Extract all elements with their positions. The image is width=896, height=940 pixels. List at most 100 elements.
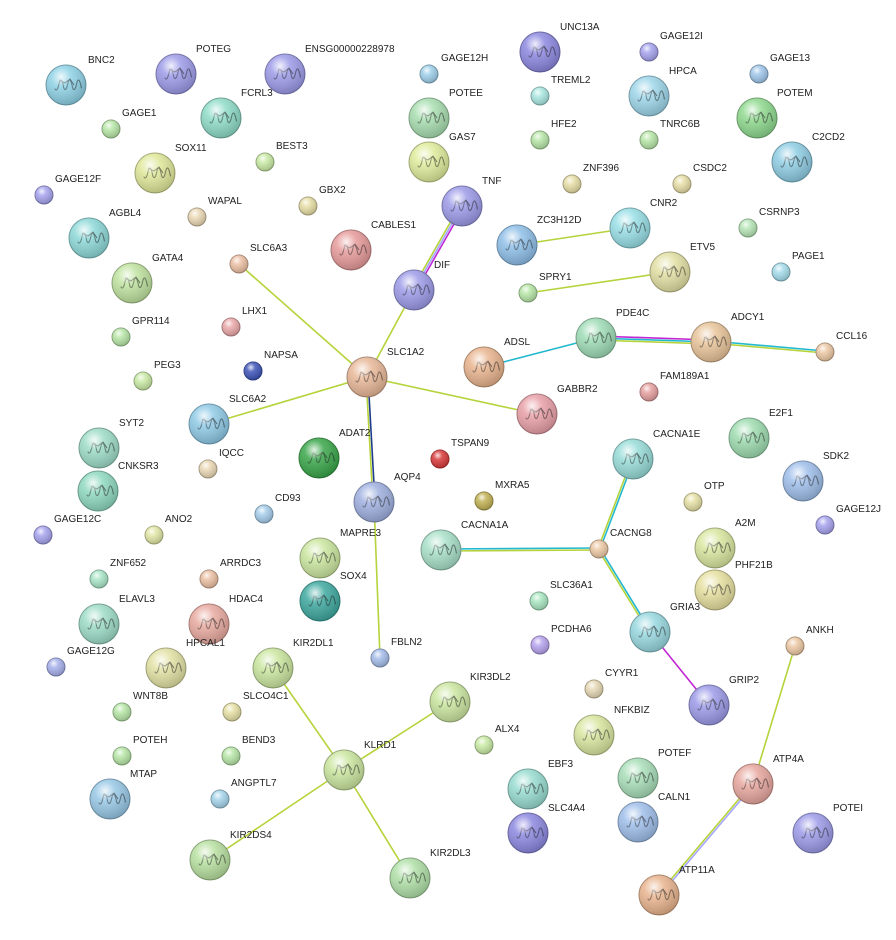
node-bubble[interactable] bbox=[429, 681, 471, 723]
node-bubble[interactable] bbox=[408, 141, 450, 183]
node-bubble[interactable] bbox=[463, 346, 505, 388]
node-MTAP[interactable]: MTAP bbox=[89, 769, 157, 820]
node-E2F1[interactable]: E2F1 bbox=[728, 408, 793, 459]
node-GRIP2[interactable]: GRIP2 bbox=[688, 675, 759, 726]
node-bubble[interactable] bbox=[694, 527, 736, 569]
node-bubble[interactable] bbox=[229, 254, 249, 274]
node-HDAC4[interactable]: HDAC4 bbox=[188, 594, 263, 645]
node-bubble[interactable] bbox=[198, 459, 218, 479]
node-bubble[interactable] bbox=[187, 207, 207, 227]
edge-AQP4-FBLN2[interactable] bbox=[373, 501, 381, 659]
node-bubble[interactable] bbox=[89, 569, 109, 589]
node-PAGE1[interactable]: PAGE1 bbox=[771, 251, 825, 282]
node-SOX11[interactable]: SOX11 bbox=[134, 143, 207, 194]
node-EBF3[interactable]: EBF3 bbox=[507, 759, 573, 810]
node-bubble[interactable] bbox=[672, 174, 692, 194]
node-ZC3H12D[interactable]: ZC3H12D bbox=[496, 215, 581, 266]
node-SOX4[interactable]: SOX4 bbox=[299, 571, 367, 622]
node-CABLES1[interactable]: CABLES1 bbox=[330, 220, 416, 271]
node-GRIA3[interactable]: GRIA3 bbox=[629, 602, 700, 653]
node-bubble[interactable] bbox=[89, 778, 131, 820]
node-OTP[interactable]: OTP bbox=[683, 481, 725, 512]
node-bubble[interactable] bbox=[649, 251, 691, 293]
node-TNRC6B[interactable]: TNRC6B bbox=[639, 119, 700, 150]
node-bubble[interactable] bbox=[78, 603, 120, 645]
node-bubble[interactable] bbox=[389, 857, 431, 899]
node-CCL16[interactable]: CCL16 bbox=[815, 331, 868, 362]
node-GAGE12C[interactable]: GAGE12C bbox=[33, 514, 101, 545]
node-bubble[interactable] bbox=[728, 417, 770, 459]
node-AQP4[interactable]: AQP4 bbox=[353, 472, 421, 523]
node-BNC2[interactable]: BNC2 bbox=[45, 55, 115, 106]
node-TREML2[interactable]: TREML2 bbox=[530, 75, 591, 106]
node-bubble[interactable] bbox=[111, 262, 153, 304]
node-POTEM[interactable]: POTEM bbox=[736, 88, 813, 139]
node-IQCC[interactable]: IQCC bbox=[198, 448, 244, 479]
node-KLRD1[interactable]: KLRD1 bbox=[323, 740, 397, 791]
node-bubble[interactable] bbox=[507, 768, 549, 810]
node-bubble[interactable] bbox=[430, 449, 450, 469]
node-bubble[interactable] bbox=[134, 152, 176, 194]
node-bubble[interactable] bbox=[628, 75, 670, 117]
node-CACNA1E[interactable]: CACNA1E bbox=[612, 429, 701, 480]
node-KIR2DL1[interactable]: KIR2DL1 bbox=[252, 638, 334, 689]
node-bubble[interactable] bbox=[688, 684, 730, 726]
node-PEG3[interactable]: PEG3 bbox=[133, 360, 181, 391]
node-bubble[interactable] bbox=[617, 757, 659, 799]
node-ZNF396[interactable]: ZNF396 bbox=[562, 163, 620, 194]
node-HPCA[interactable]: HPCA bbox=[628, 66, 697, 117]
node-bubble[interactable] bbox=[33, 525, 53, 545]
node-bubble[interactable] bbox=[393, 269, 435, 311]
node-PHF21B[interactable]: PHF21B bbox=[694, 560, 773, 611]
node-PCDHA6[interactable]: PCDHA6 bbox=[530, 624, 592, 655]
node-SLC6A3[interactable]: SLC6A3 bbox=[229, 243, 288, 274]
node-WAPAL[interactable]: WAPAL bbox=[187, 196, 242, 227]
node-bubble[interactable] bbox=[530, 86, 550, 106]
node-bubble[interactable] bbox=[420, 529, 462, 571]
node-GAGE1[interactable]: GAGE1 bbox=[101, 108, 157, 139]
node-SLCO4C1[interactable]: SLCO4C1 bbox=[222, 691, 289, 722]
node-bubble[interactable] bbox=[530, 130, 550, 150]
edge-SLC1A2-GABBR2[interactable] bbox=[366, 376, 538, 415]
node-CACNA1A[interactable]: CACNA1A bbox=[420, 520, 509, 571]
node-bubble[interactable] bbox=[771, 262, 791, 282]
node-POTEE[interactable]: POTEE bbox=[408, 88, 483, 139]
node-bubble[interactable] bbox=[34, 185, 54, 205]
node-POTEF[interactable]: POTEF bbox=[617, 748, 691, 799]
node-bubble[interactable] bbox=[222, 702, 242, 722]
node-GAGE12G[interactable]: GAGE12G bbox=[46, 646, 115, 677]
node-bubble[interactable] bbox=[78, 427, 120, 469]
node-HFE2[interactable]: HFE2 bbox=[530, 119, 577, 150]
node-bubble[interactable] bbox=[111, 327, 131, 347]
node-bubble[interactable] bbox=[519, 31, 561, 73]
node-ETV5[interactable]: ETV5 bbox=[649, 242, 715, 293]
node-ENSG00000228978[interactable]: ENSG00000228978 bbox=[264, 44, 395, 95]
node-GAGE12H[interactable]: GAGE12H bbox=[419, 53, 488, 84]
node-BEST3[interactable]: BEST3 bbox=[255, 141, 308, 172]
node-bubble[interactable] bbox=[441, 185, 483, 227]
edge-SLC6A3-SLC1A2[interactable] bbox=[238, 263, 368, 378]
node-bubble[interactable] bbox=[782, 460, 824, 502]
node-bubble[interactable] bbox=[298, 196, 318, 216]
node-ADAT2[interactable]: ADAT2 bbox=[298, 428, 371, 479]
edge-SPRY1-ETV5[interactable] bbox=[527, 271, 671, 294]
node-GAGE12J[interactable]: GAGE12J bbox=[815, 504, 881, 535]
node-ELAVL3[interactable]: ELAVL3 bbox=[78, 594, 155, 645]
node-bubble[interactable] bbox=[683, 492, 703, 512]
node-bubble[interactable] bbox=[210, 789, 230, 809]
node-bubble[interactable] bbox=[68, 217, 110, 259]
node-bubble[interactable] bbox=[45, 64, 87, 106]
node-bubble[interactable] bbox=[738, 218, 758, 238]
node-ZNF652[interactable]: ZNF652 bbox=[89, 558, 147, 589]
node-POTEG[interactable]: POTEG bbox=[155, 44, 231, 95]
node-GAGE12F[interactable]: GAGE12F bbox=[34, 174, 101, 205]
node-bubble[interactable] bbox=[144, 525, 164, 545]
node-ANO2[interactable]: ANO2 bbox=[144, 514, 193, 545]
node-ATP4A[interactable]: ATP4A bbox=[732, 754, 804, 805]
node-FCRL3[interactable]: FCRL3 bbox=[200, 88, 273, 139]
node-KIR2DL3[interactable]: KIR2DL3 bbox=[389, 848, 471, 899]
node-CALN1[interactable]: CALN1 bbox=[617, 792, 691, 843]
node-WNT8B[interactable]: WNT8B bbox=[112, 691, 168, 722]
node-bubble[interactable] bbox=[155, 53, 197, 95]
node-HPCAL1[interactable]: HPCAL1 bbox=[145, 638, 225, 689]
